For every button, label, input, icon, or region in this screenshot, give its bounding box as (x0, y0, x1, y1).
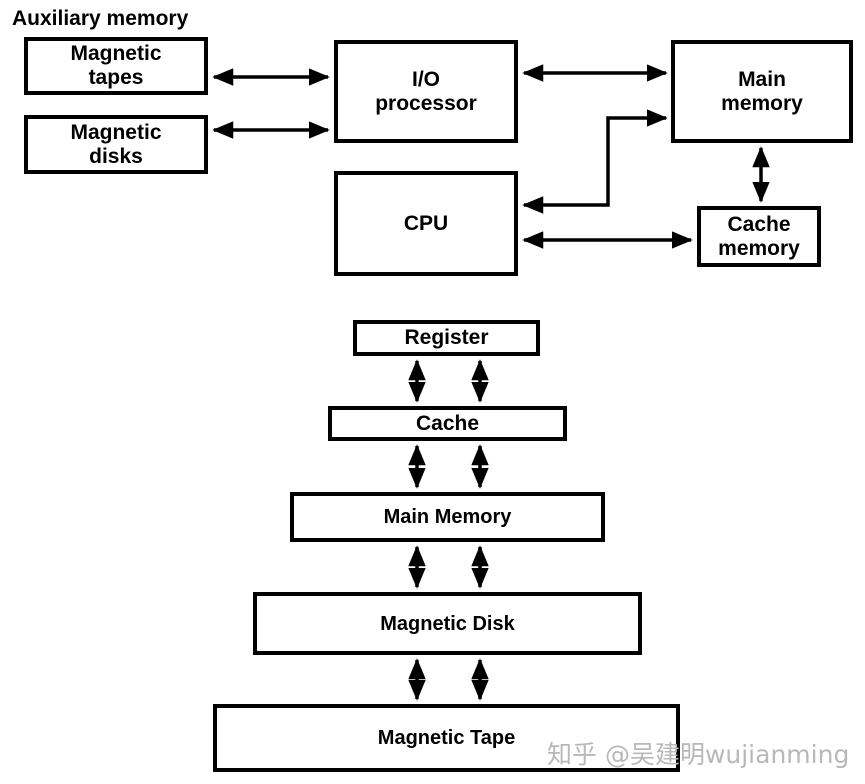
auxiliary-memory-label: Auxiliary memory (12, 7, 189, 30)
main-memory-box: Main memory (671, 40, 853, 143)
io-processor-box: I/O processor (334, 40, 518, 143)
cache-memory-box: Cache memory (697, 206, 821, 267)
hierarchy-main-memory-box: Main Memory (290, 492, 605, 542)
hierarchy-cache-text: Cache (415, 411, 480, 435)
arrow-cpu-mainmem (522, 109, 668, 214)
magnetic-disks-text: Magnetic disks (70, 120, 162, 168)
hierarchy-magnetic-disk-text: Magnetic Disk (380, 612, 515, 635)
main-memory-text: Main memory (721, 67, 803, 115)
cpu-text: CPU (403, 211, 449, 235)
watermark: 知乎 @吴建明wujianming (547, 740, 850, 769)
hierarchy-cache-box: Cache (328, 406, 567, 441)
hierarchy-register-box: Register (353, 320, 540, 356)
hierarchy-magnetic-disk-box: Magnetic Disk (253, 592, 642, 655)
cpu-box: CPU (334, 171, 518, 276)
hierarchy-magnetic-tape-box: Magnetic Tape (213, 704, 680, 772)
magnetic-tapes-box: Magnetic tapes (24, 37, 208, 95)
magnetic-disks-box: Magnetic disks (24, 115, 208, 174)
cache-memory-text: Cache memory (718, 212, 800, 260)
hierarchy-magnetic-tape-text: Magnetic Tape (377, 727, 516, 749)
magnetic-tapes-text: Magnetic tapes (70, 42, 162, 89)
hierarchy-main-memory-text: Main Memory (383, 506, 512, 528)
hierarchy-register-text: Register (404, 326, 489, 349)
io-processor-text: I/O processor (375, 67, 477, 115)
